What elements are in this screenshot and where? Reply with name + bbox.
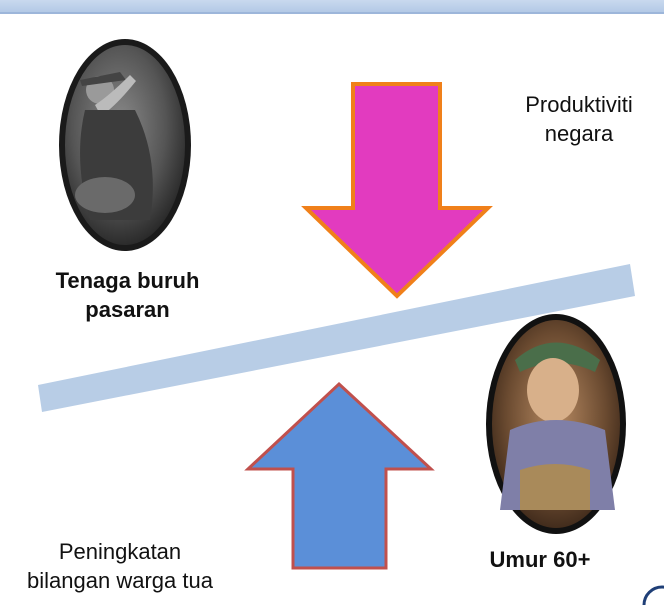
labor-market-label: Tenaga buruh pasaran	[55, 268, 200, 322]
productivity-label: Produktiviti negara	[525, 92, 633, 146]
corner-circle	[642, 585, 664, 605]
slide-top-bar	[0, 0, 664, 14]
balance-beam	[38, 264, 635, 412]
elderly-increase-label: Peningkatan bilangan warga tua	[27, 539, 213, 593]
elderly-woman-photo	[486, 314, 626, 534]
worker-photo	[59, 39, 191, 251]
up-arrow	[244, 381, 435, 570]
down-arrow	[301, 82, 493, 299]
age-label: Umur 60+	[489, 547, 591, 572]
